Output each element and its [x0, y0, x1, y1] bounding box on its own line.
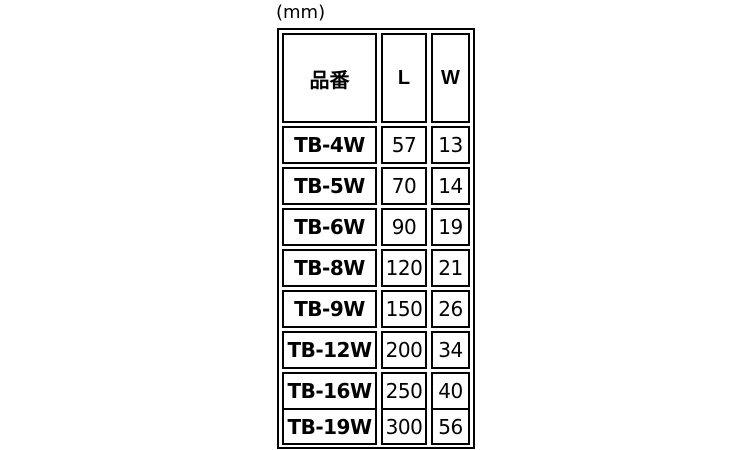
table-row-length: 120 [381, 249, 427, 287]
dimension-table: 品番 L W TB-4W 57 13 TB-5W 70 14 TB-6W 90 … [277, 28, 475, 449]
table-row-length: 70 [381, 167, 427, 205]
table-row-part: TB-9W [282, 290, 377, 328]
header-width: W [431, 33, 470, 123]
header-length: L [381, 33, 427, 123]
table-row-length: 300 [381, 408, 427, 445]
table-row-part: TB-16W [282, 372, 377, 410]
table-row-width: 14 [431, 167, 470, 205]
table-row-part: TB-5W [282, 167, 377, 205]
table-row-length: 90 [381, 208, 427, 246]
table-row-width: 13 [431, 126, 470, 164]
table-row-width: 21 [431, 249, 470, 287]
table-row-part: TB-8W [282, 249, 377, 287]
table-row-width: 40 [431, 372, 470, 410]
unit-label: (mm) [276, 2, 326, 23]
table-row-length: 150 [381, 290, 427, 328]
table-row-width: 56 [431, 408, 470, 445]
table-row-part: TB-19W [282, 408, 377, 445]
table-row-part: TB-12W [282, 331, 377, 369]
table-row-part: TB-4W [282, 126, 377, 164]
table-row-width: 26 [431, 290, 470, 328]
table-row-width: 34 [431, 331, 470, 369]
table-row-width: 19 [431, 208, 470, 246]
table-row-length: 250 [381, 372, 427, 410]
table-row-length: 200 [381, 331, 427, 369]
table-row-length: 57 [381, 126, 427, 164]
header-part-number: 品番 [282, 33, 377, 123]
table-row-part: TB-6W [282, 208, 377, 246]
